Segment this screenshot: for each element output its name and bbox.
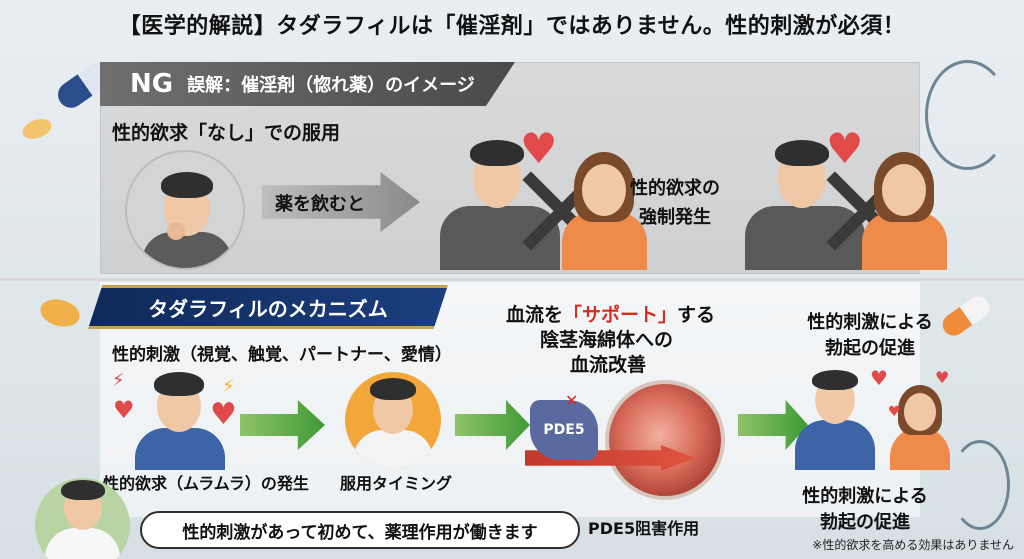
section-divider <box>0 278 1024 281</box>
corpus-cavernosum-illustration <box>605 380 725 500</box>
heart-icon: ♥ <box>870 366 888 390</box>
happy-woman-illustration <box>890 385 950 470</box>
blood-flow-line2: 陰茎海綿体への <box>540 329 674 351</box>
doctor-presenter-illustration <box>35 478 130 559</box>
heart-icon: ♥ <box>888 404 901 420</box>
happy-man-illustration <box>795 370 875 470</box>
blood-flow-line3: 血流改善 <box>570 354 647 376</box>
doctor-taking-pill-illustration <box>345 372 441 468</box>
capsule-decoration <box>938 292 994 340</box>
heart-icon: ♥ <box>935 368 950 387</box>
woman-illustration <box>562 150 647 270</box>
heart-icon: ♥ <box>210 397 237 432</box>
result-bottom-label: 性的刺激による 勃起の促進 <box>802 486 928 533</box>
inhibit-x-icon: ✕ <box>565 391 579 410</box>
pill-decoration <box>37 295 83 331</box>
mechanism-banner: タダラフィルのメカニズム <box>88 285 448 329</box>
ng-badge: NG <box>130 69 174 99</box>
pde5-badge: PDE5 <box>530 400 598 460</box>
aroused-man-illustration <box>125 370 235 470</box>
arrow-label: 薬を飲むと <box>275 194 365 215</box>
man-taking-pill-illustration <box>125 150 245 270</box>
ng-heading: 誤解：催淫剤（惚れ薬）のイメージ <box>187 75 475 96</box>
spark-icon: ⚡ <box>112 370 125 391</box>
heart-icon: ♥ <box>520 124 558 173</box>
step1-label: 性的欲求（ムラムラ）の発生 <box>103 474 309 493</box>
stethoscope-decoration <box>950 440 1010 530</box>
ng-subheading: 性的欲求「なし」での服用 <box>112 122 341 144</box>
footnote: ※性的欲求を高める効果はありません <box>812 538 1014 552</box>
stethoscope-decoration <box>925 60 1010 170</box>
step2-label: 服用タイミング <box>340 474 453 493</box>
spark-icon: ⚡ <box>222 376 235 397</box>
heart-icon: ♥ <box>113 396 135 424</box>
blood-flow-heading: 血流を「サポート」する <box>506 304 716 326</box>
ng-banner: NG 誤解：催淫剤（惚れ薬）のイメージ <box>100 62 515 106</box>
heart-icon: ♥ <box>826 124 864 173</box>
woman-illustration <box>862 150 947 270</box>
pde5-caption: PDE5阻害作用 <box>588 519 700 538</box>
forced-desire-label: 性的欲求の 強制発生 <box>630 178 720 228</box>
speech-bubble: 性的刺激があって初めて、薬理作用が働きます <box>140 511 580 549</box>
stimulus-label: 性的刺激（視覚、触覚、パートナー、愛情） <box>112 345 452 365</box>
result-top-label: 性的刺激による 勃起の促進 <box>807 312 933 359</box>
page-title: 【医学的解説】タダラフィルは「催淫剤」ではありません。性的刺激が必須！ <box>118 14 906 39</box>
pill-decoration <box>19 115 55 143</box>
